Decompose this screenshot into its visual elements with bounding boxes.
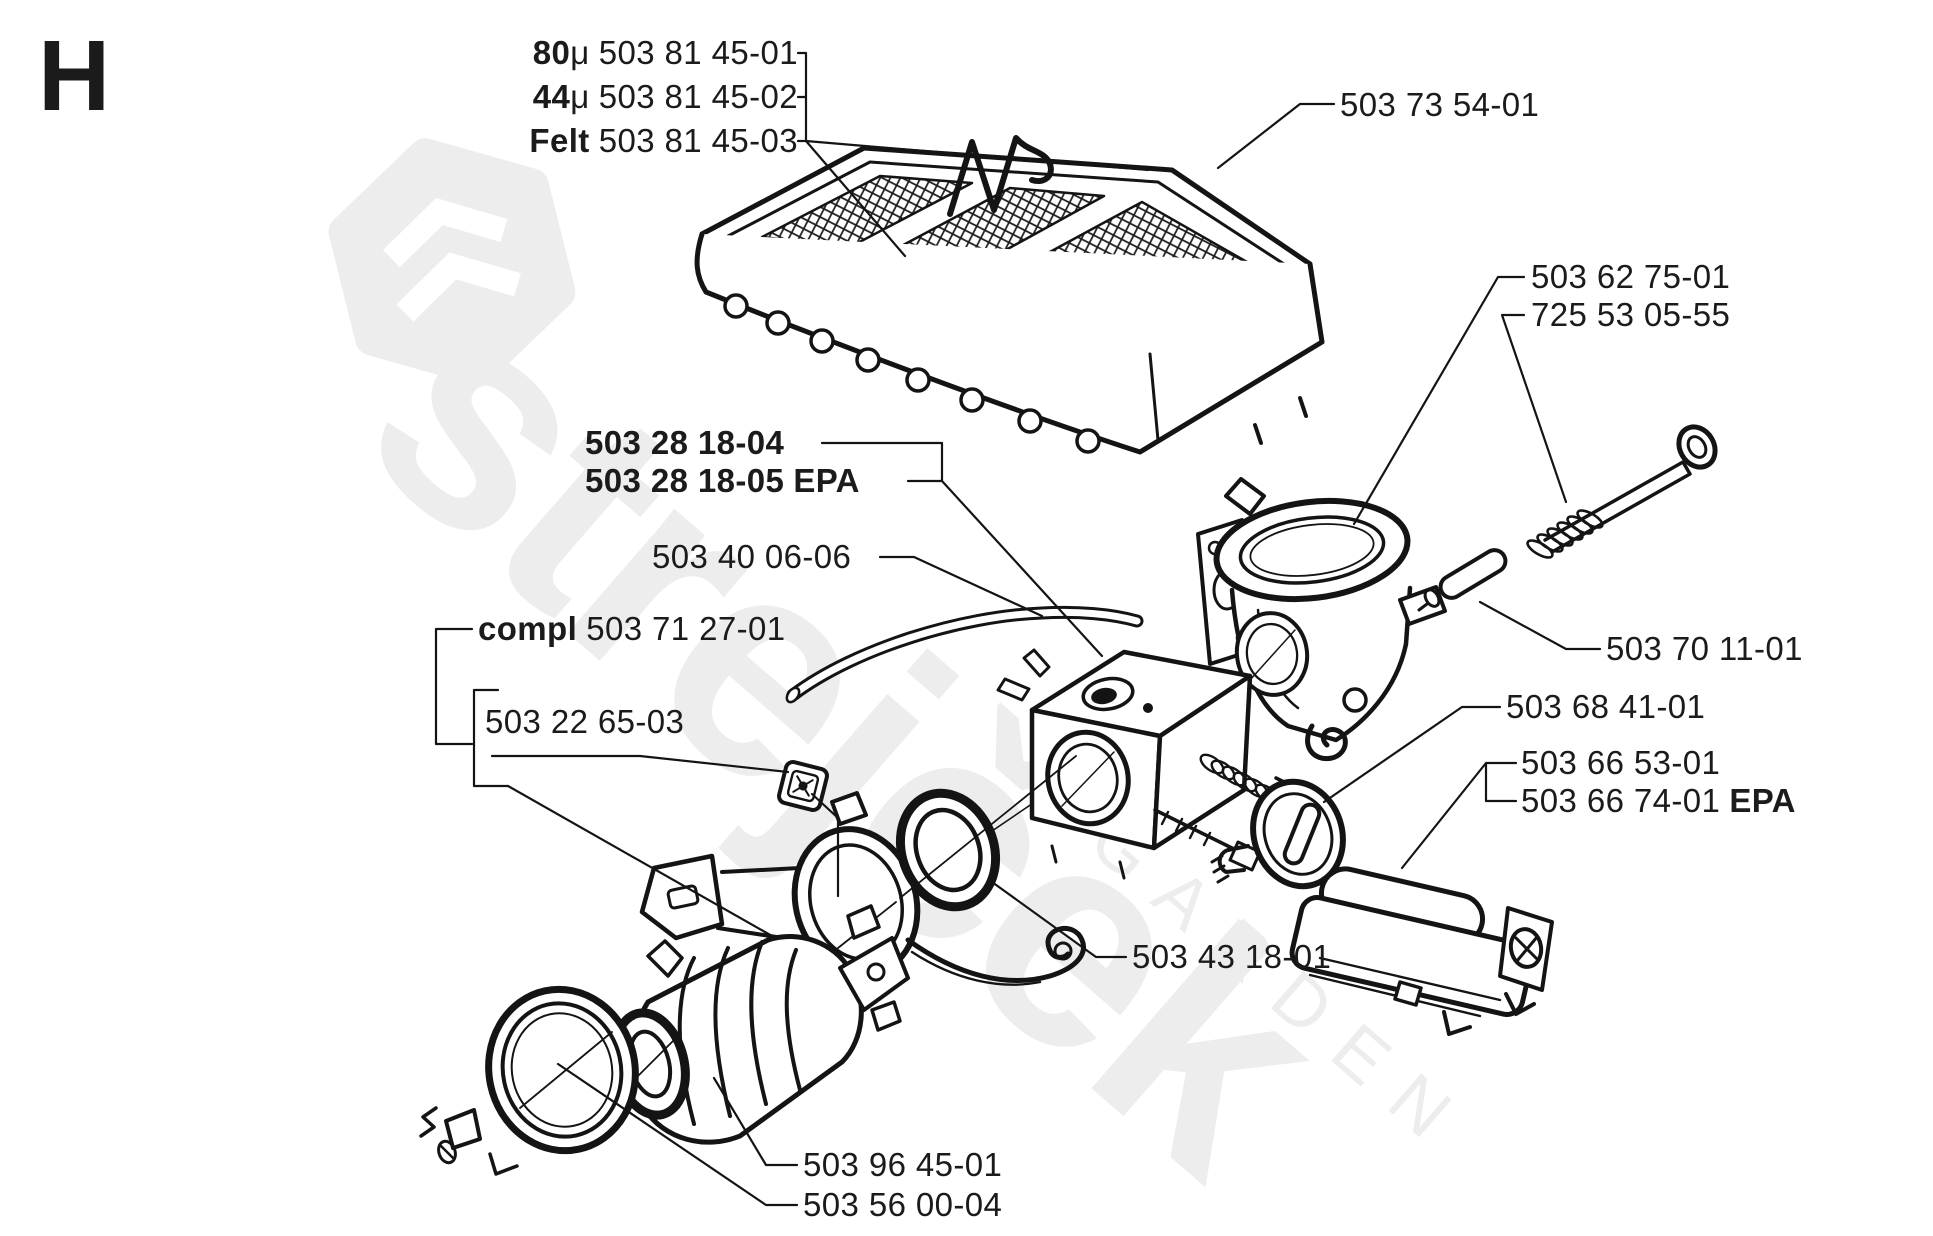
part-number: 503 62 75-01	[1531, 258, 1731, 295]
manifold-leader	[506, 784, 774, 938]
clamp-leader	[556, 1062, 799, 1207]
gasket-label-bracket	[472, 688, 510, 788]
label-retainer-clip: 503 73 54-01	[1340, 86, 1539, 124]
label-inlet-gasket: 503 22 65-03	[485, 703, 684, 741]
sleeve-leader	[1478, 600, 1602, 651]
clamp-ring	[419, 985, 639, 1176]
intake-channel	[1196, 477, 1447, 762]
label-filter-44u-qualifier: 44	[532, 78, 571, 115]
part-number: 503 56 00-04	[803, 1186, 1003, 1223]
cover-cap	[1210, 778, 1346, 890]
boot-leader	[712, 1076, 799, 1167]
fuel-hose	[785, 605, 1144, 704]
label-filter-felt-qualifier: Felt	[529, 122, 590, 159]
label-fuel-hose: 503 40 06-06	[652, 538, 851, 576]
label-friction-ring: 503 43 18-01	[1132, 938, 1331, 976]
label-intake-boot: 503 96 45-01	[803, 1146, 1002, 1184]
part-number: 503 28 18-05	[585, 462, 785, 499]
label-sleeve: 503 70 11-01	[1606, 630, 1803, 668]
part-number: 503 96 45-01	[803, 1146, 1003, 1183]
filter-leader	[804, 139, 1150, 258]
filter-scallops	[723, 293, 1101, 454]
air-filter	[694, 145, 1325, 455]
part-number: 503 81 45-02	[598, 78, 798, 115]
part-number: 503 66 74-01	[1521, 782, 1721, 819]
label-adjustment-screw: 725 53 05-55	[1531, 296, 1730, 334]
label-filter-80u-qualifier: 80	[532, 34, 571, 71]
carburetor-labels-bracket	[820, 441, 1104, 658]
part-number: 503 81 45-01	[598, 34, 798, 71]
channel-leader	[1352, 275, 1526, 526]
part-number: 725 53 05-55	[1531, 296, 1731, 333]
compl-qualifier: compl	[478, 610, 578, 647]
part-number: 503 66 53-01	[1521, 744, 1721, 781]
label-clamp-ring: 503 56 00-04	[803, 1186, 1002, 1224]
part-number: 503 43 18-01	[1132, 938, 1332, 975]
part-number: 503 68 41-01	[1506, 688, 1706, 725]
cover-leader	[1322, 705, 1502, 804]
part-number: 503 28 18-04	[585, 424, 785, 461]
inlet-gasket	[777, 760, 829, 812]
manifold-compl-bracket	[434, 627, 474, 746]
screw-spring	[1526, 509, 1604, 559]
friction-ring	[837, 755, 1077, 949]
part-number: 503 22 65-03	[485, 703, 685, 740]
label-carburetor-std: 503 28 18-04	[585, 424, 784, 462]
primer-pump-unit	[1289, 866, 1554, 1036]
label-intake-channel: 503 62 75-01	[1531, 258, 1730, 296]
leader-lines	[434, 51, 1602, 1207]
screw-leader	[1500, 313, 1568, 504]
clip-leader	[1216, 102, 1336, 170]
label-pump-std: 503 66 53-01	[1521, 744, 1720, 782]
gasket-drop-leader	[810, 792, 840, 898]
label-cover-cap: 503 68 41-01	[1506, 688, 1705, 726]
part-number: 503 70 11-01	[1606, 630, 1803, 667]
ring-leader	[990, 880, 1128, 959]
epa-tag: EPA	[1729, 782, 1796, 819]
carburetor	[996, 648, 1320, 880]
part-number: 503 73 54-01	[1340, 86, 1540, 123]
part-number: 503 40 06-06	[652, 538, 852, 575]
screw-and-sleeve	[1417, 424, 1718, 612]
filter-labels-bracket	[796, 51, 808, 143]
page-section-letter: H	[38, 20, 111, 132]
pump-labels-bracket	[1400, 761, 1518, 870]
part-number: 503 81 45-03	[598, 122, 798, 159]
gasket-leader	[490, 754, 790, 774]
part-number: 503 71 27-01	[586, 610, 786, 647]
mu-symbol: μ	[570, 34, 590, 71]
epa-tag: EPA	[793, 462, 860, 499]
mu-symbol: μ	[570, 78, 590, 115]
hose-leader	[878, 555, 1044, 618]
